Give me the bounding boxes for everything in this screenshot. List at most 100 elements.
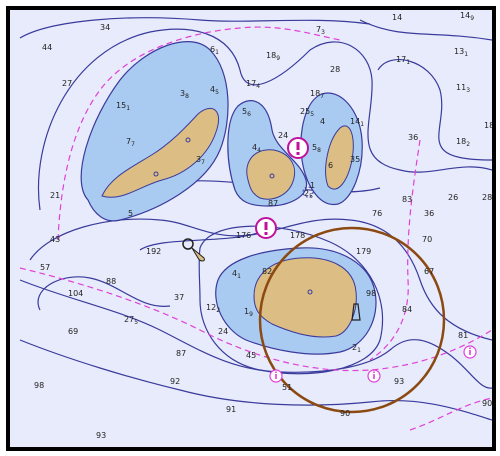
depth-sounding: 43: [50, 235, 60, 244]
depth-sounding: 28: [330, 65, 340, 74]
depth-sounding: 73: [316, 25, 325, 36]
depth-sounding: 56: [242, 107, 251, 118]
depth-sounding: 28: [482, 193, 492, 202]
contour-line: [37, 276, 171, 311]
depth-sounding-decimal: 3: [321, 29, 325, 36]
depth-sounding: 24: [218, 327, 228, 336]
island-northwest: [101, 108, 220, 198]
depth-sounding-decimal: 7: [320, 93, 324, 100]
depth-sounding: 192: [146, 247, 161, 256]
depth-sounding-decimal: 9: [249, 311, 253, 318]
depth-sounding: 41: [232, 269, 241, 280]
anchorage-icon[interactable]: [182, 238, 205, 262]
depth-sounding-decimal: 5: [215, 89, 219, 96]
route-line: [57, 26, 341, 241]
depth-sounding: 91: [226, 405, 236, 414]
depth-sounding: 35: [350, 155, 360, 164]
spot-marker: [307, 289, 313, 295]
depth-sounding: 18: [484, 121, 492, 130]
depth-sounding: 44: [42, 43, 52, 52]
depth-sounding-decimal: 8: [317, 147, 321, 154]
route-line: [409, 397, 492, 431]
caution-icon[interactable]: [287, 137, 309, 159]
route-line: [369, 139, 421, 361]
depth-sounding: 38: [180, 89, 189, 100]
beacon-icon[interactable]: [351, 303, 361, 321]
depth-sounding: 92: [170, 377, 180, 386]
depth-sounding: 44: [252, 143, 261, 154]
depth-sounding: 182: [456, 137, 470, 148]
depth-sounding: 26: [448, 193, 458, 202]
depth-sounding: 25: [304, 189, 313, 200]
contour-line: [37, 28, 492, 211]
depth-sounding: 84: [402, 305, 412, 314]
contour-line: [377, 59, 492, 161]
spot-marker: [153, 171, 159, 177]
contour-line: [19, 339, 492, 421]
depth-sounding: 104: [68, 289, 83, 298]
depth-sounding: 90: [340, 409, 350, 418]
depth-sounding: 36: [408, 133, 418, 142]
spot-marker: [185, 137, 191, 143]
depth-sounding: 178: [290, 231, 305, 240]
restricted-area-circle[interactable]: [258, 226, 446, 414]
info-icon[interactable]: [367, 369, 381, 383]
depth-sounding-decimal: 8: [185, 93, 189, 100]
depth-sounding: 171: [396, 55, 410, 66]
depth-sounding: 88: [106, 277, 116, 286]
depth-sounding: 21: [352, 343, 361, 354]
contour-line: [198, 225, 384, 375]
depth-sounding: 36: [424, 209, 434, 218]
depth-sounding: 81: [458, 331, 468, 340]
depth-sounding: 1: [310, 181, 315, 190]
rock-icon: [302, 186, 314, 198]
depth-sounding: 83: [402, 195, 412, 204]
contour-line: [359, 19, 492, 41]
depth-sounding-decimal: 7: [201, 159, 205, 166]
island-northeast: [325, 125, 354, 190]
depth-sounding: 6: [328, 161, 333, 170]
depth-sounding: 45: [210, 85, 219, 96]
depth-sounding-decimal: 6: [247, 111, 251, 118]
depth-sounding-decimal: 5: [310, 111, 314, 118]
contour-line: [139, 231, 261, 251]
depth-sounding: 151: [116, 101, 130, 112]
info-icon[interactable]: [463, 345, 477, 359]
depth-sounding-decimal: 3: [466, 87, 470, 94]
depth-sounding: 76: [372, 209, 382, 218]
depth-sounding: 4: [320, 117, 325, 126]
depth-sounding: 5: [128, 209, 133, 218]
depth-sounding: 77: [126, 137, 135, 148]
depth-sounding: 82: [262, 267, 272, 276]
depth-sounding: 189: [266, 51, 280, 62]
depth-sounding: 98: [34, 381, 44, 390]
depth-sounding: 141: [350, 117, 364, 128]
spot-marker: [269, 173, 275, 179]
depth-sounding: 87: [268, 199, 278, 208]
depth-sounding: 149: [460, 11, 474, 22]
depth-sounding-decimal: 1: [464, 51, 468, 58]
depth-sounding: 93: [394, 377, 404, 386]
depth-sounding-decimal: 1: [357, 347, 361, 354]
depth-sounding: 24: [278, 131, 288, 140]
depth-sounding: 67: [424, 267, 434, 276]
depth-sounding-decimal: 4: [256, 83, 260, 90]
depth-sounding-decimal: 5: [134, 319, 138, 326]
depth-sounding-decimal: 9: [276, 55, 280, 62]
islands: [101, 108, 357, 338]
caution-icon[interactable]: [255, 217, 277, 239]
depth-sounding: 98: [366, 289, 376, 298]
info-icon[interactable]: [269, 369, 283, 383]
depth-sounding: 27: [62, 79, 72, 88]
depth-sounding: 275: [124, 315, 138, 326]
depth-sounding: 58: [312, 143, 321, 154]
depth-sounding: 131: [454, 47, 468, 58]
depth-sounding: 187: [310, 89, 324, 100]
depth-sounding: 113: [456, 83, 470, 94]
island-south: [253, 257, 357, 338]
depth-sounding: 34: [100, 23, 110, 32]
depth-sounding: 51: [282, 383, 292, 392]
